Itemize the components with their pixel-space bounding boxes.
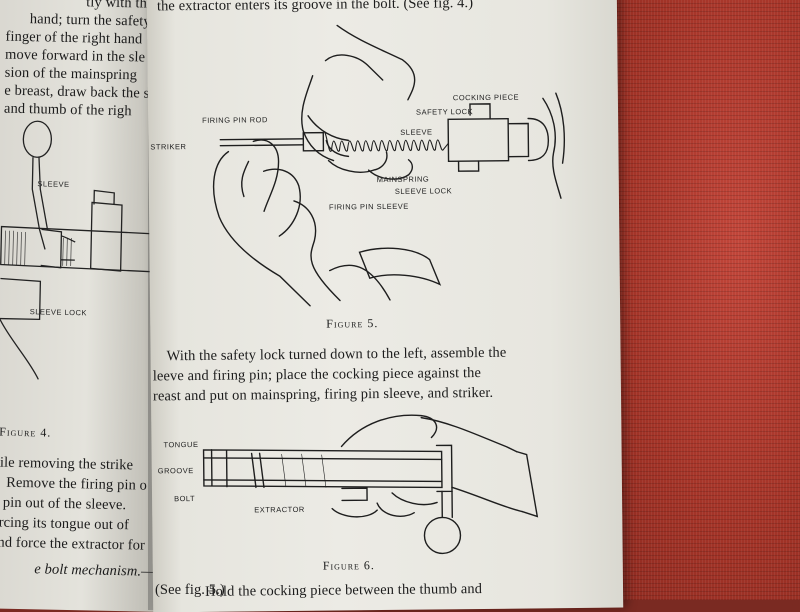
red-cloth-background [600,0,800,600]
paragraph-line-1: With the safety lock turned down to the … [166,344,507,365]
figure6-caption: Figure 6. [322,558,375,573]
left-line-4: move forward in the sle [4,46,146,66]
fig6-label-groove: GROOVE [157,466,194,476]
left-line-1: tly with the [86,0,154,12]
fig5-label-firing-pin-sleeve: FIRING PIN SLEEVE [328,201,409,212]
fig5-label-cocking-piece: COCKING PIECE [452,92,520,103]
fig5-label-sleeve-lock: SLEEVE LOCK [394,186,453,196]
figure5-caption: Figure 5. [326,316,379,331]
left-bottom-line-4: orcing its tongue out of [0,514,130,534]
right-page: the extractor enters its groove in the b… [146,0,624,612]
figure6-drawing [202,414,539,555]
fig6-label-extractor: EXTRACTOR [254,504,305,515]
fig5-label-sleeve: SLEEVE [400,127,433,137]
left-line-5: sion of the mainspring [4,64,138,84]
left-page: tly with the hand; turn the safety finge… [0,0,167,612]
left-line-7: and thumb of the righ [3,100,132,120]
left-bottom-line-7: (See fig. 5.) [155,582,225,598]
left-line-6: e breast, draw back the s [4,82,150,102]
left-bottom-line-6: e bolt mechanism.— [34,561,155,580]
left-bottom-line-5: and force the extractor for [0,534,146,554]
left-bottom-line-1: hile removing the strike [0,454,134,474]
figure4-drawing [0,120,153,380]
paragraph-line-3: reast and put on mainspring, firing pin … [152,384,494,405]
figure5-drawing [212,24,566,307]
right-top-line: the extractor enters its groove in the b… [156,0,474,15]
left-line-3: finger of the right hand [5,28,143,48]
left-bottom-line-3: g pin out of the sleeve. [0,494,127,514]
fig4-label-sleeve: SLEEVE [37,179,70,189]
left-bottom-line-2: Remove the firing pin o [5,474,148,494]
fig6-label-tongue: TONGUE [163,439,199,450]
paragraph-line-2: leeve and firing pin; place the cocking … [152,364,482,385]
fig5-label-firing-pin-rod: FIRING PIN ROD [202,115,268,125]
fig4-label-sleeve-lock: SLEEVE LOCK [29,307,88,318]
right-bottom-line: Hold the cocking piece between the thumb… [204,581,483,600]
fig5-label-safety-lock: SAFETY LOCK [415,107,474,117]
left-line-2: hand; turn the safety [29,11,151,30]
fig5-label-mainspring: MAINSPRING [376,174,430,185]
fig5-label-striker: STRIKER [150,142,187,152]
figure4-caption: Figure 4. [0,424,52,440]
fig6-label-bolt: BOLT [174,493,196,504]
